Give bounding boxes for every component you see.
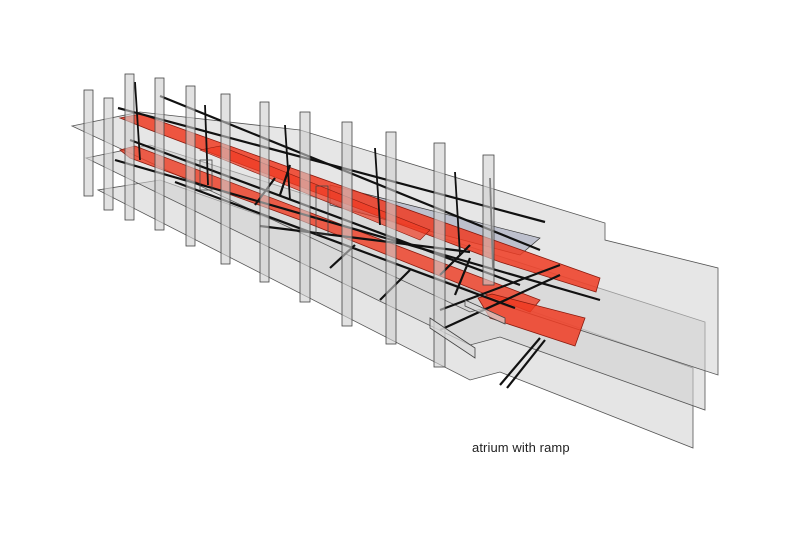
column-3 [124,73,135,221]
atrium-frames [199,159,329,235]
column-9 [341,121,353,327]
column-4 [154,77,165,231]
column-2 [103,97,114,211]
column-12 [482,154,495,286]
column-10 [385,131,397,345]
column-7 [259,101,270,283]
edge-bars [429,299,506,359]
column-11 [433,142,446,368]
column-5 [185,85,196,247]
column-8 [299,111,311,303]
columns [83,73,495,368]
diagram-caption: atrium with ramp [472,440,570,455]
column-1 [83,89,94,197]
column-6 [220,93,231,265]
